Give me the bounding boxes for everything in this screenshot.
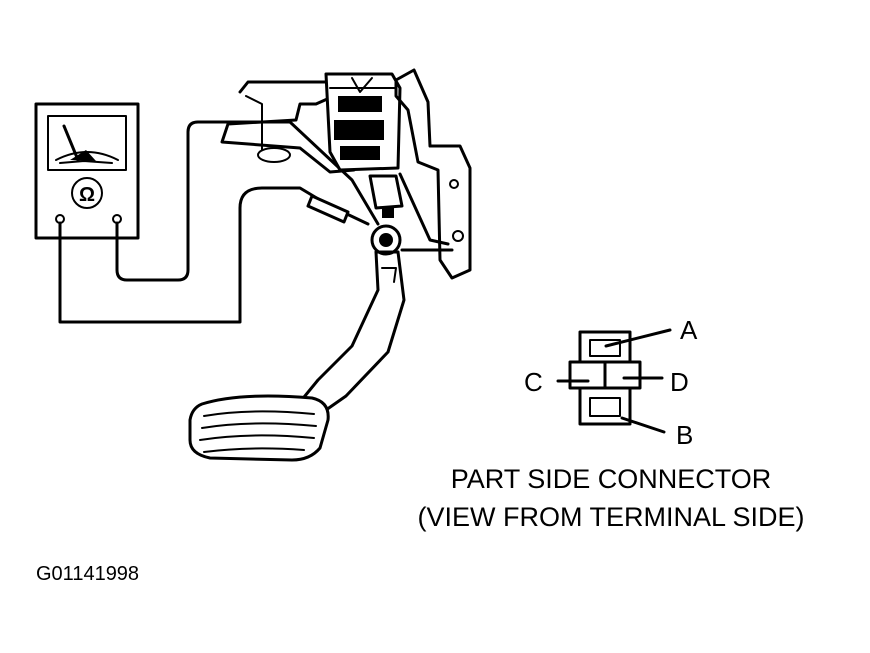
meter-dial-window xyxy=(47,115,127,171)
meter-needle-pivot xyxy=(70,150,96,161)
side-bracket-plate xyxy=(394,68,472,280)
brake-pedal-pad xyxy=(188,394,330,462)
meter-selector-knob xyxy=(71,177,103,209)
ohmmeter: Ω xyxy=(34,102,140,240)
terminal-b xyxy=(589,397,621,417)
pin-label-d: D xyxy=(670,367,689,397)
part-side-connector: A C D B xyxy=(524,315,698,450)
meter-needle xyxy=(62,124,80,162)
pedal-arm-back xyxy=(324,250,406,412)
bracket-edge xyxy=(245,95,263,151)
connector-caption-line2: (VIEW FROM TERMINAL SIDE) xyxy=(417,502,804,532)
test-lead-inner xyxy=(115,120,380,282)
test-lead-outer xyxy=(58,186,332,324)
brake-pedal-assembly xyxy=(188,68,472,462)
pedal-arm-front xyxy=(298,250,380,404)
leader-b xyxy=(620,416,666,434)
test-leads xyxy=(58,120,380,324)
pin-label-c: C xyxy=(524,367,543,397)
bracket-slot xyxy=(257,147,291,163)
figure-id: G01141998 xyxy=(36,563,139,585)
connector-caption-line1: PART SIDE CONNECTOR xyxy=(451,464,772,494)
stop-lamp-switch xyxy=(324,72,402,172)
meter-scale-base xyxy=(59,160,113,164)
leader-a xyxy=(604,328,672,348)
terminal-a xyxy=(589,339,621,357)
bracket-bolt-lower xyxy=(452,230,464,242)
pin-label-a: A xyxy=(680,315,698,345)
probe-tip xyxy=(306,194,350,224)
pedal-pivot xyxy=(368,174,404,256)
pedal-arm-stop xyxy=(381,267,397,283)
switch-wire xyxy=(398,172,450,246)
pin-label-b: B xyxy=(676,420,693,450)
ohm-symbol: Ω xyxy=(79,184,95,206)
bracket-bolt-upper xyxy=(449,179,459,189)
